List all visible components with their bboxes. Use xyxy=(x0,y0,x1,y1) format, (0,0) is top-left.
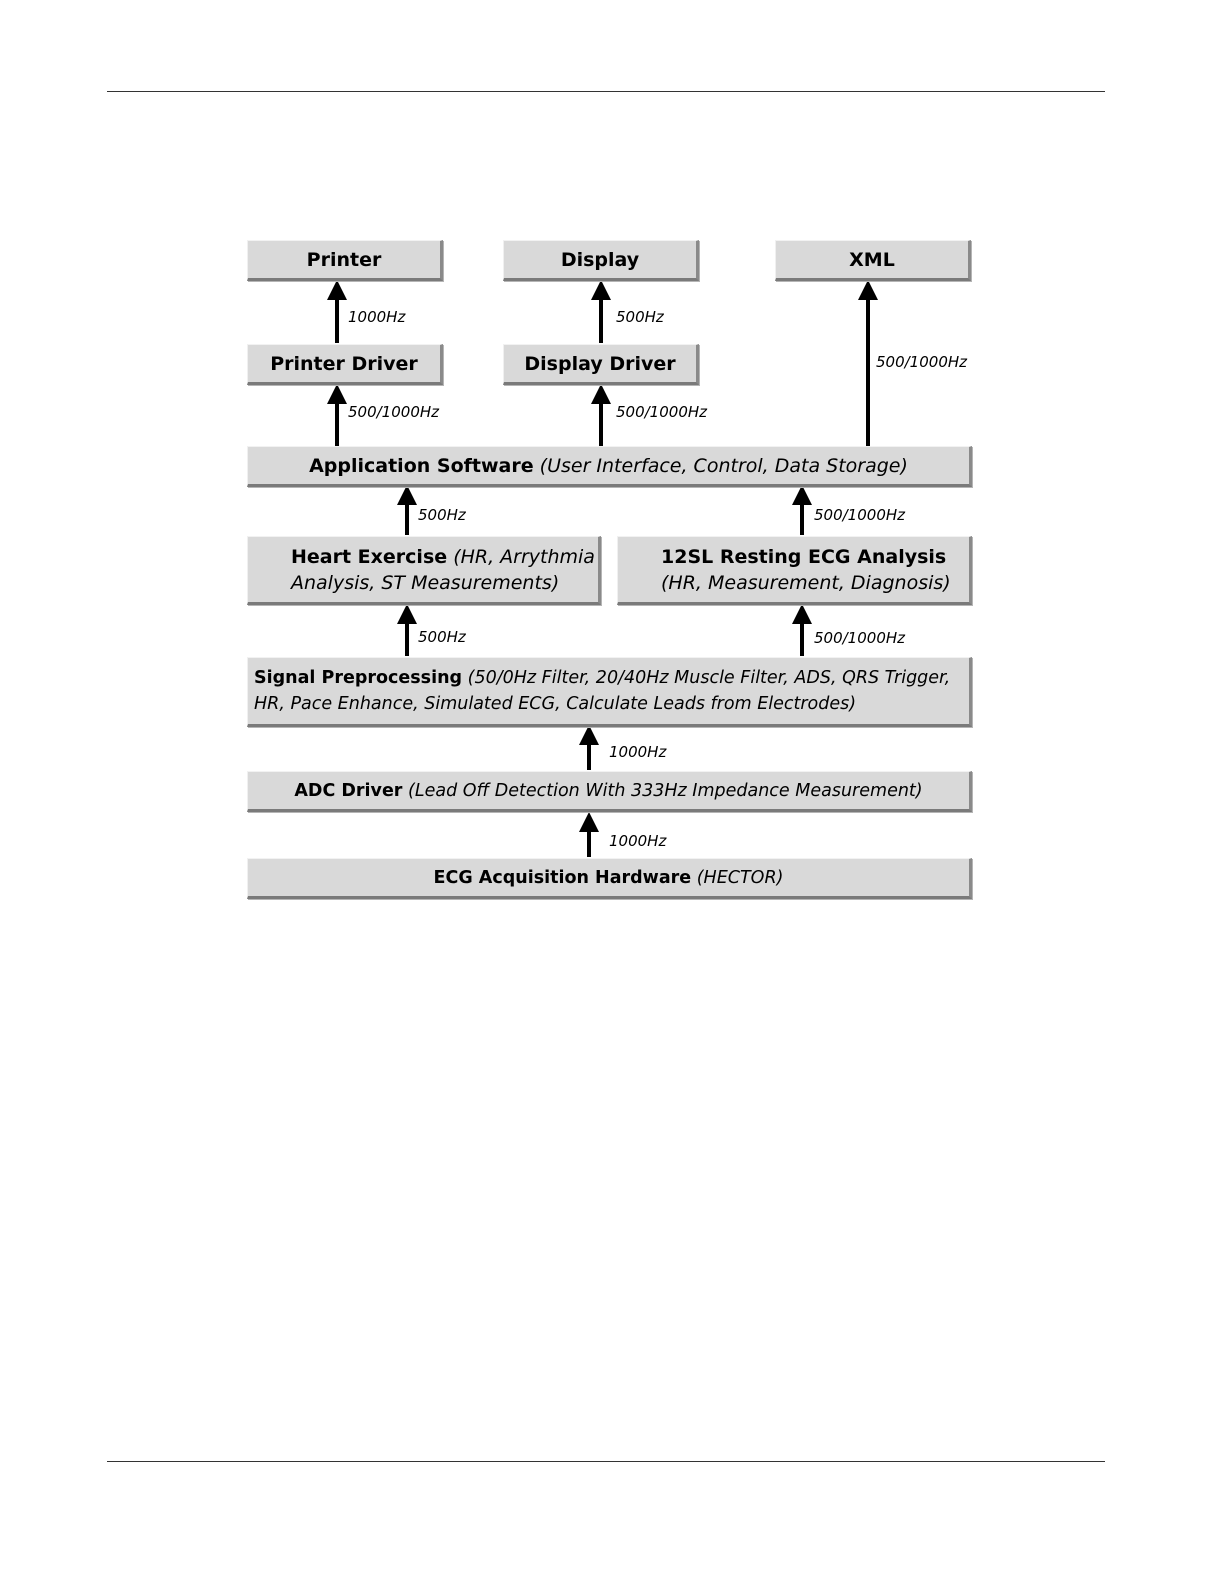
display-box: Display xyxy=(503,240,699,281)
footer-rule xyxy=(107,1461,1105,1462)
adc-driver-box: ADC Driver (Lead Off Detection With 333H… xyxy=(247,771,972,812)
arrow-heart-to-app xyxy=(397,485,417,535)
application-software-title: Application Software xyxy=(309,454,534,477)
label-app-to-printer-driver: 500/1000Hz xyxy=(348,403,440,421)
heart-exercise-box: Heart Exercise (HR, Arrythmia Analysis, … xyxy=(247,536,601,605)
resting-ecg-box: 12SL Resting ECG Analysis (HR, Measureme… xyxy=(617,536,972,605)
adc-driver-title: ADC Driver xyxy=(294,780,403,801)
arrow-preproc-to-heart xyxy=(397,604,417,656)
ecg-hardware-detail: (HECTOR) xyxy=(696,867,784,888)
arrow-resting-to-app xyxy=(792,485,812,535)
printer-box: Printer xyxy=(247,240,443,281)
display-title: Display xyxy=(560,248,640,271)
application-software-detail: (User Interface, Control, Data Storage) xyxy=(539,454,908,477)
arrow-display-driver-to-display xyxy=(591,280,611,343)
arrow-app-to-display-driver xyxy=(591,384,611,446)
ecg-hardware-title: ECG Acquisition Hardware xyxy=(433,867,692,888)
application-software-box: Application Software (User Interface, Co… xyxy=(247,446,972,487)
header-rule xyxy=(107,91,1105,92)
signal-preprocessing-detail-1: (50/0Hz Filter, 20/40Hz Muscle Filter, A… xyxy=(467,668,951,688)
arrow-app-to-xml xyxy=(858,280,878,446)
arrow-preproc-to-resting xyxy=(792,604,812,656)
signal-preprocessing-detail-2: HR, Pace Enhance, Simulated ECG, Calcula… xyxy=(254,694,857,714)
resting-ecg-detail: (HR, Measurement, Diagnosis) xyxy=(661,571,951,594)
label-app-to-display-driver: 500/1000Hz xyxy=(616,403,708,421)
ecg-hardware-box: ECG Acquisition Hardware (HECTOR) xyxy=(247,858,972,899)
signal-preprocessing-title: Signal Preprocessing xyxy=(254,668,463,688)
heart-exercise-title: Heart Exercise xyxy=(291,545,448,568)
arrow-hardware-to-adc xyxy=(579,812,599,857)
arrow-printer-driver-to-printer xyxy=(327,280,347,343)
xml-box: XML xyxy=(775,240,971,281)
label-printer-driver-to-printer: 1000Hz xyxy=(348,308,406,326)
label-display-driver-to-display: 500Hz xyxy=(616,308,664,326)
label-hardware-to-adc: 1000Hz xyxy=(609,832,667,850)
resting-ecg-title: 12SL Resting ECG Analysis xyxy=(661,545,947,568)
heart-exercise-detail-2: Analysis, ST Measurements) xyxy=(291,571,560,594)
xml-title: XML xyxy=(849,248,895,271)
signal-preprocessing-box: Signal Preprocessing (50/0Hz Filter, 20/… xyxy=(247,657,972,727)
label-app-to-xml: 500/1000Hz xyxy=(876,353,968,371)
arrow-adc-to-preproc xyxy=(579,725,599,770)
arrow-app-to-printer-driver xyxy=(327,384,347,446)
display-driver-title: Display Driver xyxy=(524,352,676,375)
printer-title: Printer xyxy=(306,248,382,271)
display-driver-box: Display Driver xyxy=(503,344,699,385)
label-resting-to-app: 500/1000Hz xyxy=(814,506,906,524)
label-preproc-to-resting: 500/1000Hz xyxy=(814,629,906,647)
printer-driver-box: Printer Driver xyxy=(247,344,443,385)
adc-driver-detail: (Lead Off Detection With 333Hz Impedance… xyxy=(408,780,923,801)
label-heart-to-app: 500Hz xyxy=(418,506,466,524)
printer-driver-title: Printer Driver xyxy=(270,352,418,375)
label-adc-to-preproc: 1000Hz xyxy=(609,743,667,761)
heart-exercise-detail-1: (HR, Arrythmia xyxy=(453,545,595,568)
label-preproc-to-heart: 500Hz xyxy=(418,628,466,646)
